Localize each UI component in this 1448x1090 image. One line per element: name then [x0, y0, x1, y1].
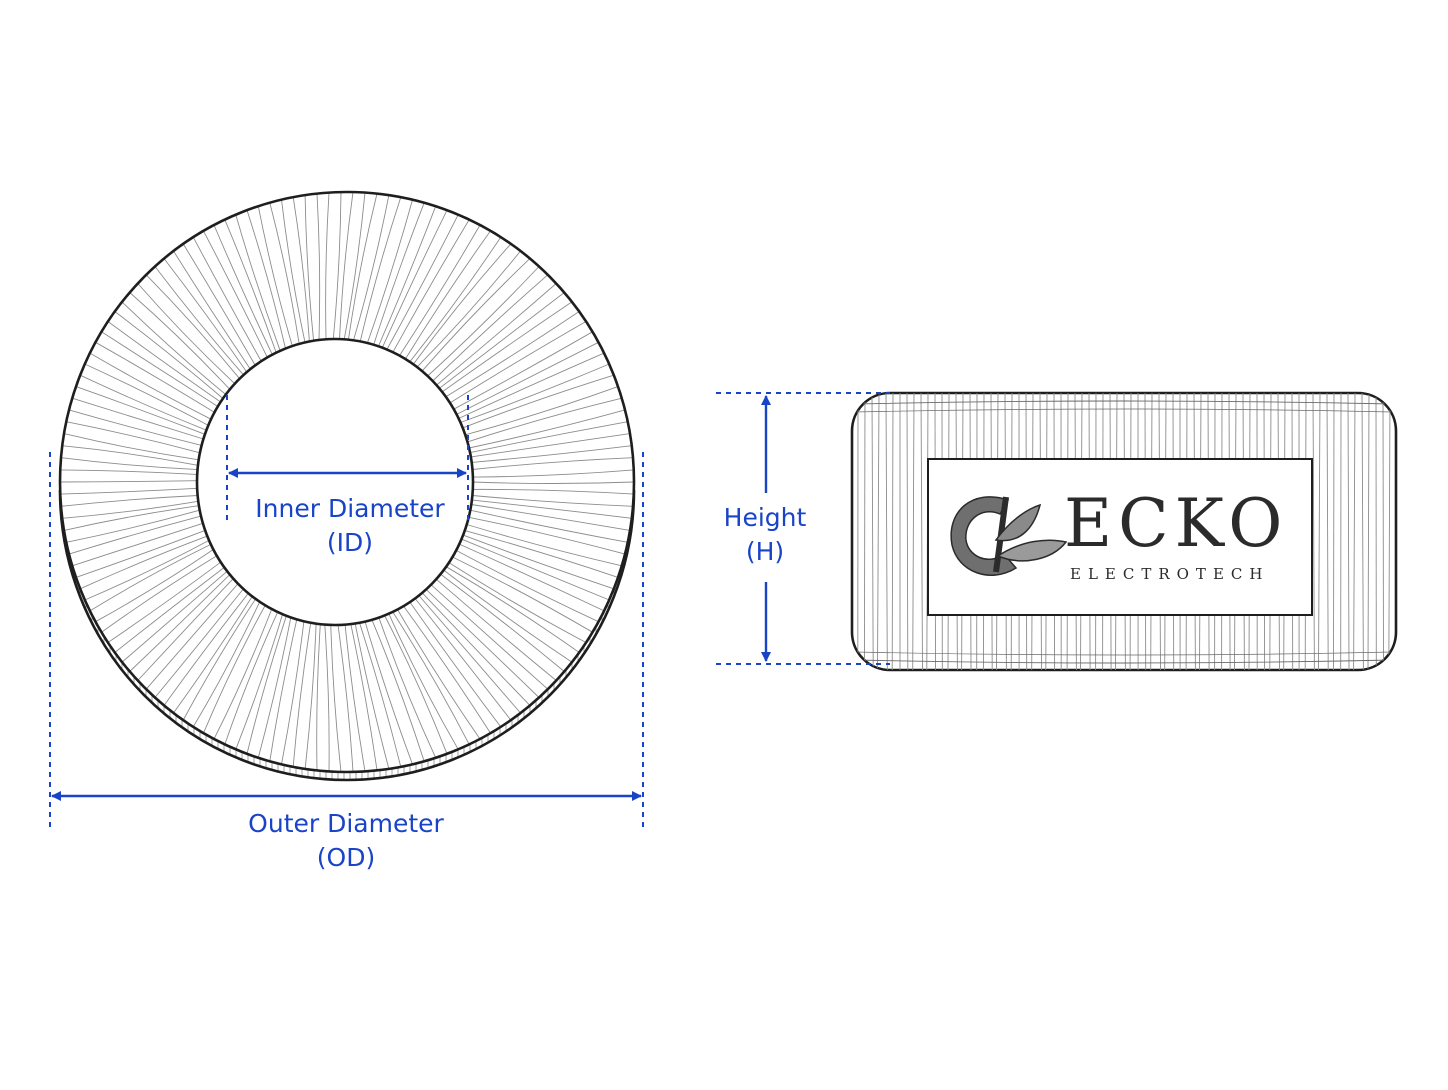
toroid-top-view — [60, 192, 634, 780]
inner-diameter-text: Inner Diameter — [230, 492, 470, 526]
winding-line — [864, 393, 865, 670]
outer-diameter-label: Outer Diameter (OD) — [226, 807, 466, 875]
toroid-inner-edge — [197, 339, 473, 625]
toroid-top-face — [60, 192, 634, 772]
brand-subtitle: ELECTROTECH — [1070, 565, 1269, 583]
outer-diameter-text: Outer Diameter — [226, 807, 466, 841]
winding-line — [1334, 393, 1335, 670]
height-label: Height (H) — [700, 501, 830, 569]
inner-diameter-abbr: (ID) — [230, 526, 470, 560]
inner-diameter-label: Inner Diameter (ID) — [230, 492, 470, 560]
winding-line — [1383, 393, 1384, 670]
height-abbr: (H) — [700, 535, 830, 569]
height-text: Height — [700, 501, 830, 535]
outer-diameter-abbr: (OD) — [226, 841, 466, 875]
brand-name: ECKO — [1064, 491, 1288, 557]
